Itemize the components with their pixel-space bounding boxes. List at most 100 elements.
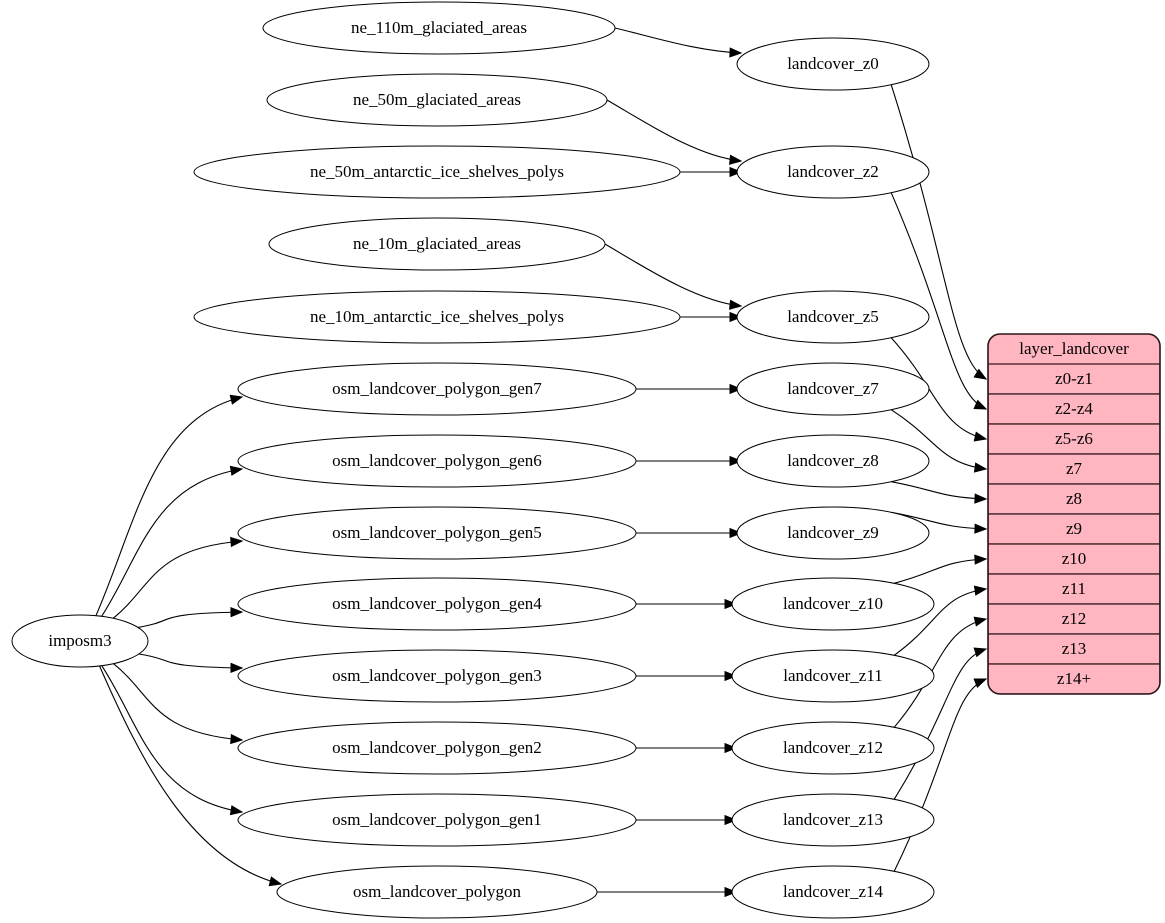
graph-node-osm_landcover_polygon[interactable]: osm_landcover_polygon: [276, 865, 598, 919]
table-row-label: z7: [1066, 459, 1083, 478]
edge-arrowhead: [729, 455, 743, 467]
table-row-z14+[interactable]: z14+: [988, 663, 1160, 694]
edge-arrowhead: [973, 678, 988, 689]
edge-imposm3-to-osm_landcover_polygon_gen1: [101, 665, 244, 816]
graph-node-ne_50m_antarctic_ice_shelves_polys[interactable]: ne_50m_antarctic_ice_shelves_polys: [193, 145, 681, 199]
graph-node-imposm3[interactable]: imposm3: [11, 614, 149, 668]
node-shape: [268, 217, 606, 271]
graph-node-landcover_z0[interactable]: landcover_z0: [736, 37, 930, 91]
edge-line: [113, 663, 243, 741]
edge-arrowhead: [229, 805, 244, 816]
graph-node-landcover_z14[interactable]: landcover_z14: [731, 865, 935, 919]
edge-landcover_z7-to-table-row-z7: [890, 409, 988, 473]
graph-node-osm_landcover_polygon_gen2[interactable]: osm_landcover_polygon_gen2: [237, 721, 637, 775]
graph-node-landcover_z2[interactable]: landcover_z2: [736, 145, 930, 199]
edge-line: [101, 665, 243, 813]
edge-arrowhead: [974, 493, 988, 504]
graph-node-landcover_z10[interactable]: landcover_z10: [731, 577, 935, 631]
edge-arrowhead: [974, 523, 988, 534]
graph-node-osm_landcover_polygon_gen5[interactable]: osm_landcover_polygon_gen5: [237, 506, 637, 560]
layer-landcover-table: layer_landcover z0-z1 z2-z4 z5-z6 z7 z8 z9 z10 z…: [987, 333, 1161, 695]
node-label: landcover_z8: [787, 451, 879, 470]
edge-line: [95, 396, 243, 616]
table-row-z7[interactable]: z7: [988, 453, 1160, 485]
node-shape: [731, 793, 935, 847]
table-header-label: layer_landcover: [1019, 339, 1129, 358]
table-row-z12[interactable]: z12: [988, 603, 1160, 635]
node-shape: [736, 506, 930, 560]
edge-arrowhead: [974, 554, 988, 565]
table-outline: [987, 333, 1161, 695]
table-row-z2-z4[interactable]: z2-z4: [988, 393, 1160, 425]
node-label: landcover_z12: [783, 738, 883, 757]
graph-node-osm_landcover_polygon_gen1[interactable]: osm_landcover_polygon_gen1: [237, 793, 637, 847]
edge-arrowhead: [729, 47, 743, 58]
graph-node-osm_landcover_polygon_gen7[interactable]: osm_landcover_polygon_gen7: [237, 362, 637, 416]
table-row-cell: [988, 513, 1160, 545]
edge-arrowhead: [729, 383, 743, 395]
table-row-cell: [988, 543, 1160, 575]
node-shape: [193, 290, 681, 344]
edge-arrowhead: [724, 814, 738, 826]
table-row-label: z5-z6: [1055, 429, 1093, 448]
table-row-cell: [988, 603, 1160, 635]
edge-osm_landcover_polygon_gen2-to-landcover_z12: [636, 742, 738, 754]
node-label: landcover_z10: [783, 594, 883, 613]
edge-landcover_z9-to-table-row-z9: [891, 511, 988, 534]
nodes-layer: ne_110m_glaciated_areas ne_50m_glaciated_…: [11, 1, 935, 919]
edge-arrowhead: [724, 598, 738, 610]
graph-node-landcover_z13[interactable]: landcover_z13: [731, 793, 935, 847]
graph-node-landcover_z7[interactable]: landcover_z7: [736, 362, 930, 416]
edge-arrowhead: [268, 876, 283, 887]
node-label: osm_landcover_polygon_gen5: [332, 523, 542, 542]
table-row-z13[interactable]: z13: [988, 633, 1160, 665]
table-row-label: z9: [1066, 519, 1082, 538]
edge-osm_landcover_polygon-to-landcover_z14: [597, 886, 738, 898]
node-label: landcover_z9: [787, 523, 879, 542]
table-row-z9[interactable]: z9: [988, 513, 1160, 545]
graph-node-osm_landcover_polygon_gen4[interactable]: osm_landcover_polygon_gen4: [237, 577, 637, 631]
edge-imposm3-to-osm_landcover_polygon_gen6: [101, 465, 244, 617]
edge-landcover_z10-to-table-row-z10: [894, 554, 988, 584]
table-row-z10[interactable]: z10: [988, 543, 1160, 575]
graph-node-landcover_z11[interactable]: landcover_z11: [731, 649, 935, 703]
edge-arrowhead: [230, 733, 244, 745]
table-row-z0-z1[interactable]: z0-z1: [988, 363, 1160, 395]
node-label: ne_50m_antarctic_ice_shelves_polys: [310, 162, 564, 181]
graph-node-osm_landcover_polygon_gen6[interactable]: osm_landcover_polygon_gen6: [237, 434, 637, 488]
graph-node-landcover_z5[interactable]: landcover_z5: [736, 290, 930, 344]
edge-arrowhead: [729, 166, 743, 178]
edge-osm_landcover_polygon_gen4-to-landcover_z10: [636, 598, 738, 610]
node-shape: [237, 577, 637, 631]
table-row-z11[interactable]: z11: [988, 573, 1160, 605]
node-label: ne_10m_antarctic_ice_shelves_polys: [310, 307, 564, 326]
edge-osm_landcover_polygon_gen3-to-landcover_z11: [636, 670, 738, 682]
node-label: osm_landcover_polygon_gen1: [332, 810, 542, 829]
edge-line: [98, 665, 282, 885]
edge-line: [890, 84, 987, 380]
node-shape: [736, 434, 930, 488]
node-shape: [276, 865, 598, 919]
edge-arrowhead: [973, 431, 988, 442]
graph-node-ne_50m_glaciated_areas[interactable]: ne_50m_glaciated_areas: [266, 73, 608, 127]
node-shape: [731, 649, 935, 703]
graph-node-landcover_z12[interactable]: landcover_z12: [731, 721, 935, 775]
node-shape: [731, 577, 935, 631]
graph-node-ne_10m_glaciated_areas[interactable]: ne_10m_glaciated_areas: [268, 217, 606, 271]
graph-node-landcover_z9[interactable]: landcover_z9: [736, 506, 930, 560]
edge-arrowhead: [973, 462, 988, 473]
table-row-z5-z6[interactable]: z5-z6: [988, 423, 1160, 455]
table-row-label: z0-z1: [1055, 369, 1093, 388]
node-shape: [736, 145, 930, 199]
edge-arrowhead: [973, 616, 988, 627]
edge-arrowhead: [229, 394, 244, 405]
node-shape: [237, 793, 637, 847]
table-row-z8[interactable]: z8: [988, 483, 1160, 515]
node-shape: [193, 145, 681, 199]
table-row-label: z11: [1062, 579, 1086, 598]
graph-node-osm_landcover_polygon_gen3[interactable]: osm_landcover_polygon_gen3: [237, 649, 637, 703]
graph-node-ne_10m_antarctic_ice_shelves_polys[interactable]: ne_10m_antarctic_ice_shelves_polys: [193, 290, 681, 344]
graph-node-ne_110m_glaciated_areas[interactable]: ne_110m_glaciated_areas: [262, 1, 616, 55]
graph-node-landcover_z8[interactable]: landcover_z8: [736, 434, 930, 488]
table-row-cell: [988, 483, 1160, 515]
